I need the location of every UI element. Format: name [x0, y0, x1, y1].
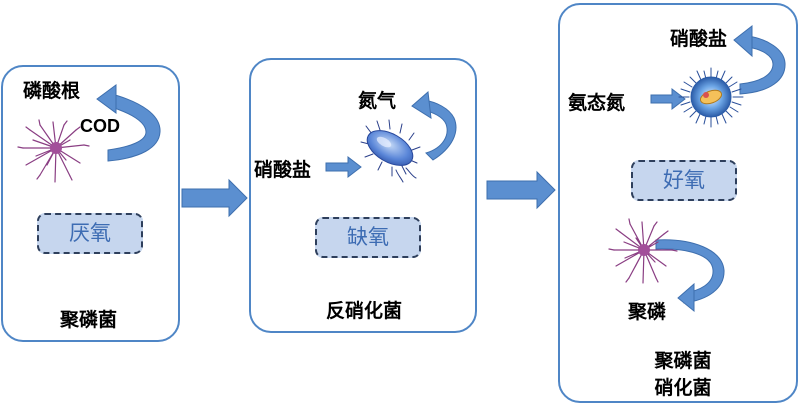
condition-badge-anaerobic: 厌氧	[37, 213, 143, 254]
organism-label-panel3-line2: 硝化菌	[654, 377, 712, 399]
flow-arrow-2	[486, 170, 556, 210]
label-nitrate-panel2: 硝酸盐	[254, 159, 312, 181]
arrow-ammonia-to-bacterium	[650, 87, 686, 111]
organism-label-panel3-line1: 聚磷菌	[654, 350, 712, 372]
polyp-core-2	[638, 244, 650, 256]
label-ammonia: 氨态氮	[568, 92, 626, 114]
curved-arrow-panel1	[96, 84, 161, 162]
curved-arrow-panel3	[733, 24, 786, 95]
label-nitrate-panel3: 硝酸盐	[670, 28, 728, 50]
polyp-bacterium-icon-1	[17, 119, 90, 183]
arrow-nitrate-to-bacterium	[325, 155, 362, 179]
label-cod: COD	[80, 116, 120, 136]
panel-anaerobic	[1, 65, 180, 342]
nitrifier-bacterium-icon	[678, 67, 744, 128]
condition-badge-anoxic: 缺氧	[315, 217, 421, 258]
denitrifier-bacterium-icon	[360, 119, 421, 183]
polyp-core-1	[50, 142, 62, 154]
organism-label-panel1: 聚磷菌	[60, 309, 118, 331]
organism-label-panel2: 反硝化菌	[326, 300, 403, 322]
flow-arrow-1	[181, 178, 248, 218]
curved-arrow-panel3-polyp	[655, 239, 725, 313]
curved-arrow-panel2	[411, 90, 457, 161]
label-nitrogen-gas: 氮气	[358, 90, 397, 112]
panel-anoxic	[249, 58, 477, 333]
label-poly-p: 聚磷	[628, 301, 667, 323]
label-phosphate: 磷酸根	[23, 80, 81, 102]
condition-badge-aerobic: 好氧	[631, 160, 737, 201]
polyp-bacterium-icon-2	[608, 218, 678, 284]
panel-aerobic	[558, 3, 798, 403]
